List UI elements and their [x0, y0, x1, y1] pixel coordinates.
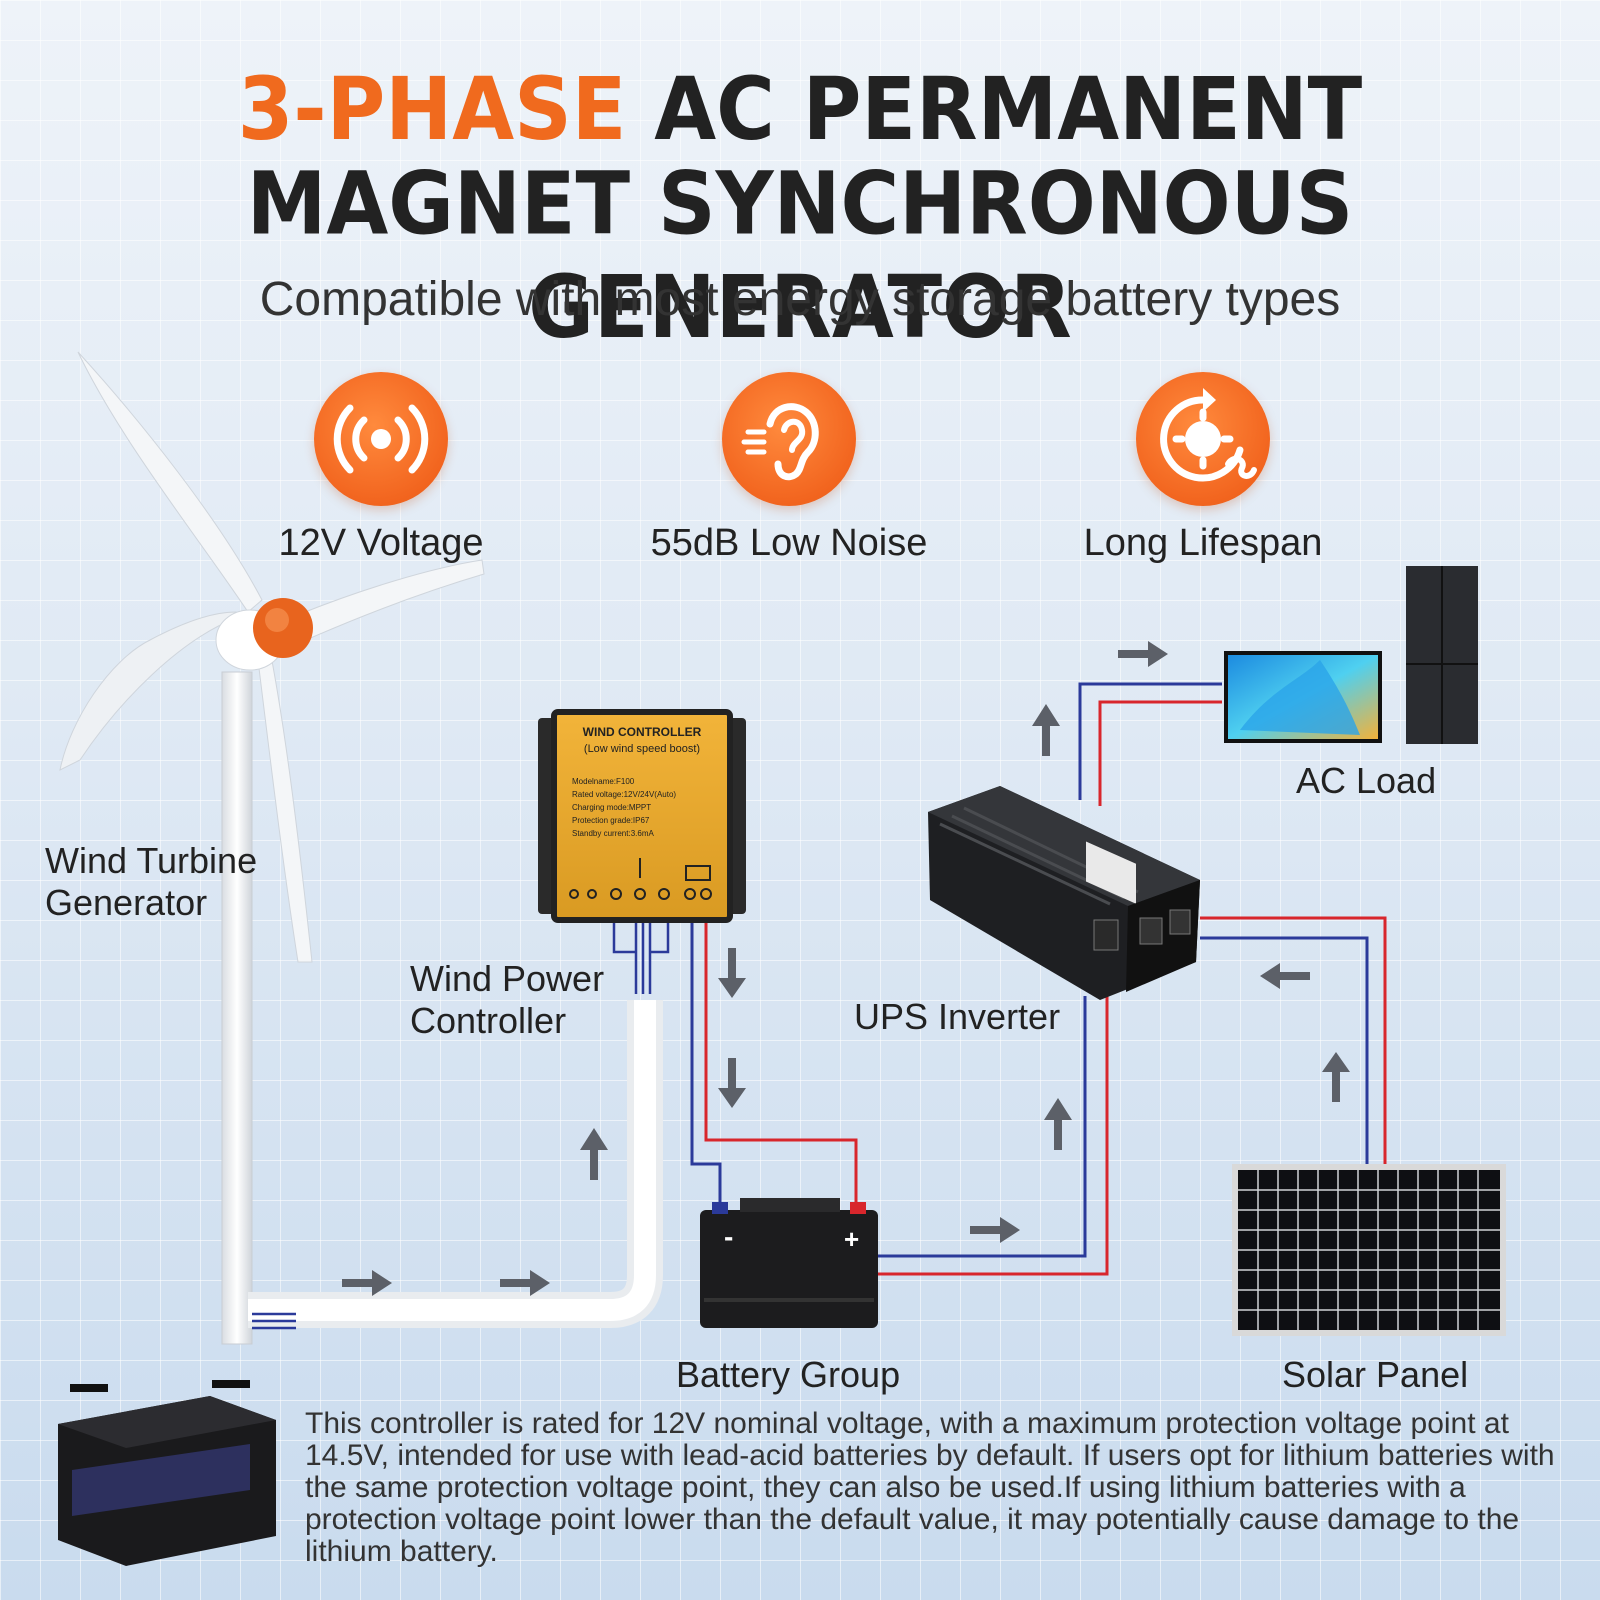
title-line-2: MAGNET SYNCHRONOUS GENERATOR [246, 153, 1354, 358]
wind-turbine-label-line-2: Generator [45, 882, 208, 923]
title-highlight: 3-PHASE [237, 59, 627, 160]
controller-spec-1: Modelname:F100 [572, 777, 635, 786]
gear-cycle-icon [1136, 372, 1270, 506]
svg-text:-: - [724, 1221, 733, 1252]
lithium-battery-image [58, 1380, 276, 1566]
ups-inverter-device [928, 786, 1200, 1000]
arrow-up [1044, 1098, 1072, 1150]
wind-turbine-label-line-1: Wind Turbine [45, 840, 258, 881]
arrow-down [718, 1058, 746, 1108]
battery-group-device: - + [700, 1198, 878, 1328]
feature-voltage-label: 12V Voltage [278, 522, 484, 564]
flow-arrows [342, 641, 1350, 1296]
subtitle: Compatible with most energy storage batt… [259, 273, 1341, 326]
compatibility-note: This controller is rated for 12V nominal… [305, 1407, 1555, 1568]
controller-spec-2: Rated voltage:12V/24V(Auto) [572, 790, 676, 799]
controller-spec-3: Charging mode:MPPT [572, 803, 651, 812]
solar-panel-device [1232, 1164, 1506, 1336]
controller-title: WIND CONTROLLER [583, 725, 702, 739]
controller-label-line-2: Controller [410, 1000, 567, 1041]
inverter-label: UPS Inverter [854, 996, 1061, 1037]
controller-label-line-1: Wind Power [410, 958, 605, 999]
feature-noise-label: 55dB Low Noise [650, 522, 928, 564]
controller-spec-4: Protection grade:IP67 [572, 816, 650, 825]
feature-lifespan-label: Long Lifespan [1083, 522, 1323, 564]
arrow-down [718, 948, 746, 998]
wind-turbine-label: Wind Turbine Generator [45, 840, 257, 924]
title-line-1-rest: AC PERMANENT [626, 59, 1363, 160]
arrow-right [1118, 641, 1168, 667]
arrow-up [1322, 1052, 1350, 1102]
arrow-right [970, 1217, 1020, 1243]
vibration-signal-icon [314, 372, 448, 506]
wind-turbine [59, 351, 485, 1345]
arrow-right [342, 1270, 392, 1296]
controller-label: Wind Power Controller [410, 958, 604, 1042]
ac-load-devices [1224, 566, 1478, 744]
battery-group-label: Battery Group [676, 1354, 901, 1395]
controller-spec-5: Standby current:3.6mA [572, 829, 654, 838]
arrow-up [580, 1128, 608, 1180]
solar-panel-label: Solar Panel [1282, 1354, 1469, 1395]
ear-sound-icon [722, 372, 856, 506]
arrow-up [1032, 704, 1060, 756]
arrow-right [500, 1270, 550, 1296]
svg-text:+: + [844, 1224, 859, 1254]
controller-subtitle: (Low wind speed boost) [584, 743, 700, 755]
wind-controller-device: WIND CONTROLLER (Low wind speed boost) M… [538, 709, 746, 923]
ac-load-label: AC Load [1296, 760, 1437, 801]
arrow-left [1260, 963, 1310, 989]
title-line-1: 3-PHASE AC PERMANENT [0, 58, 1600, 162]
